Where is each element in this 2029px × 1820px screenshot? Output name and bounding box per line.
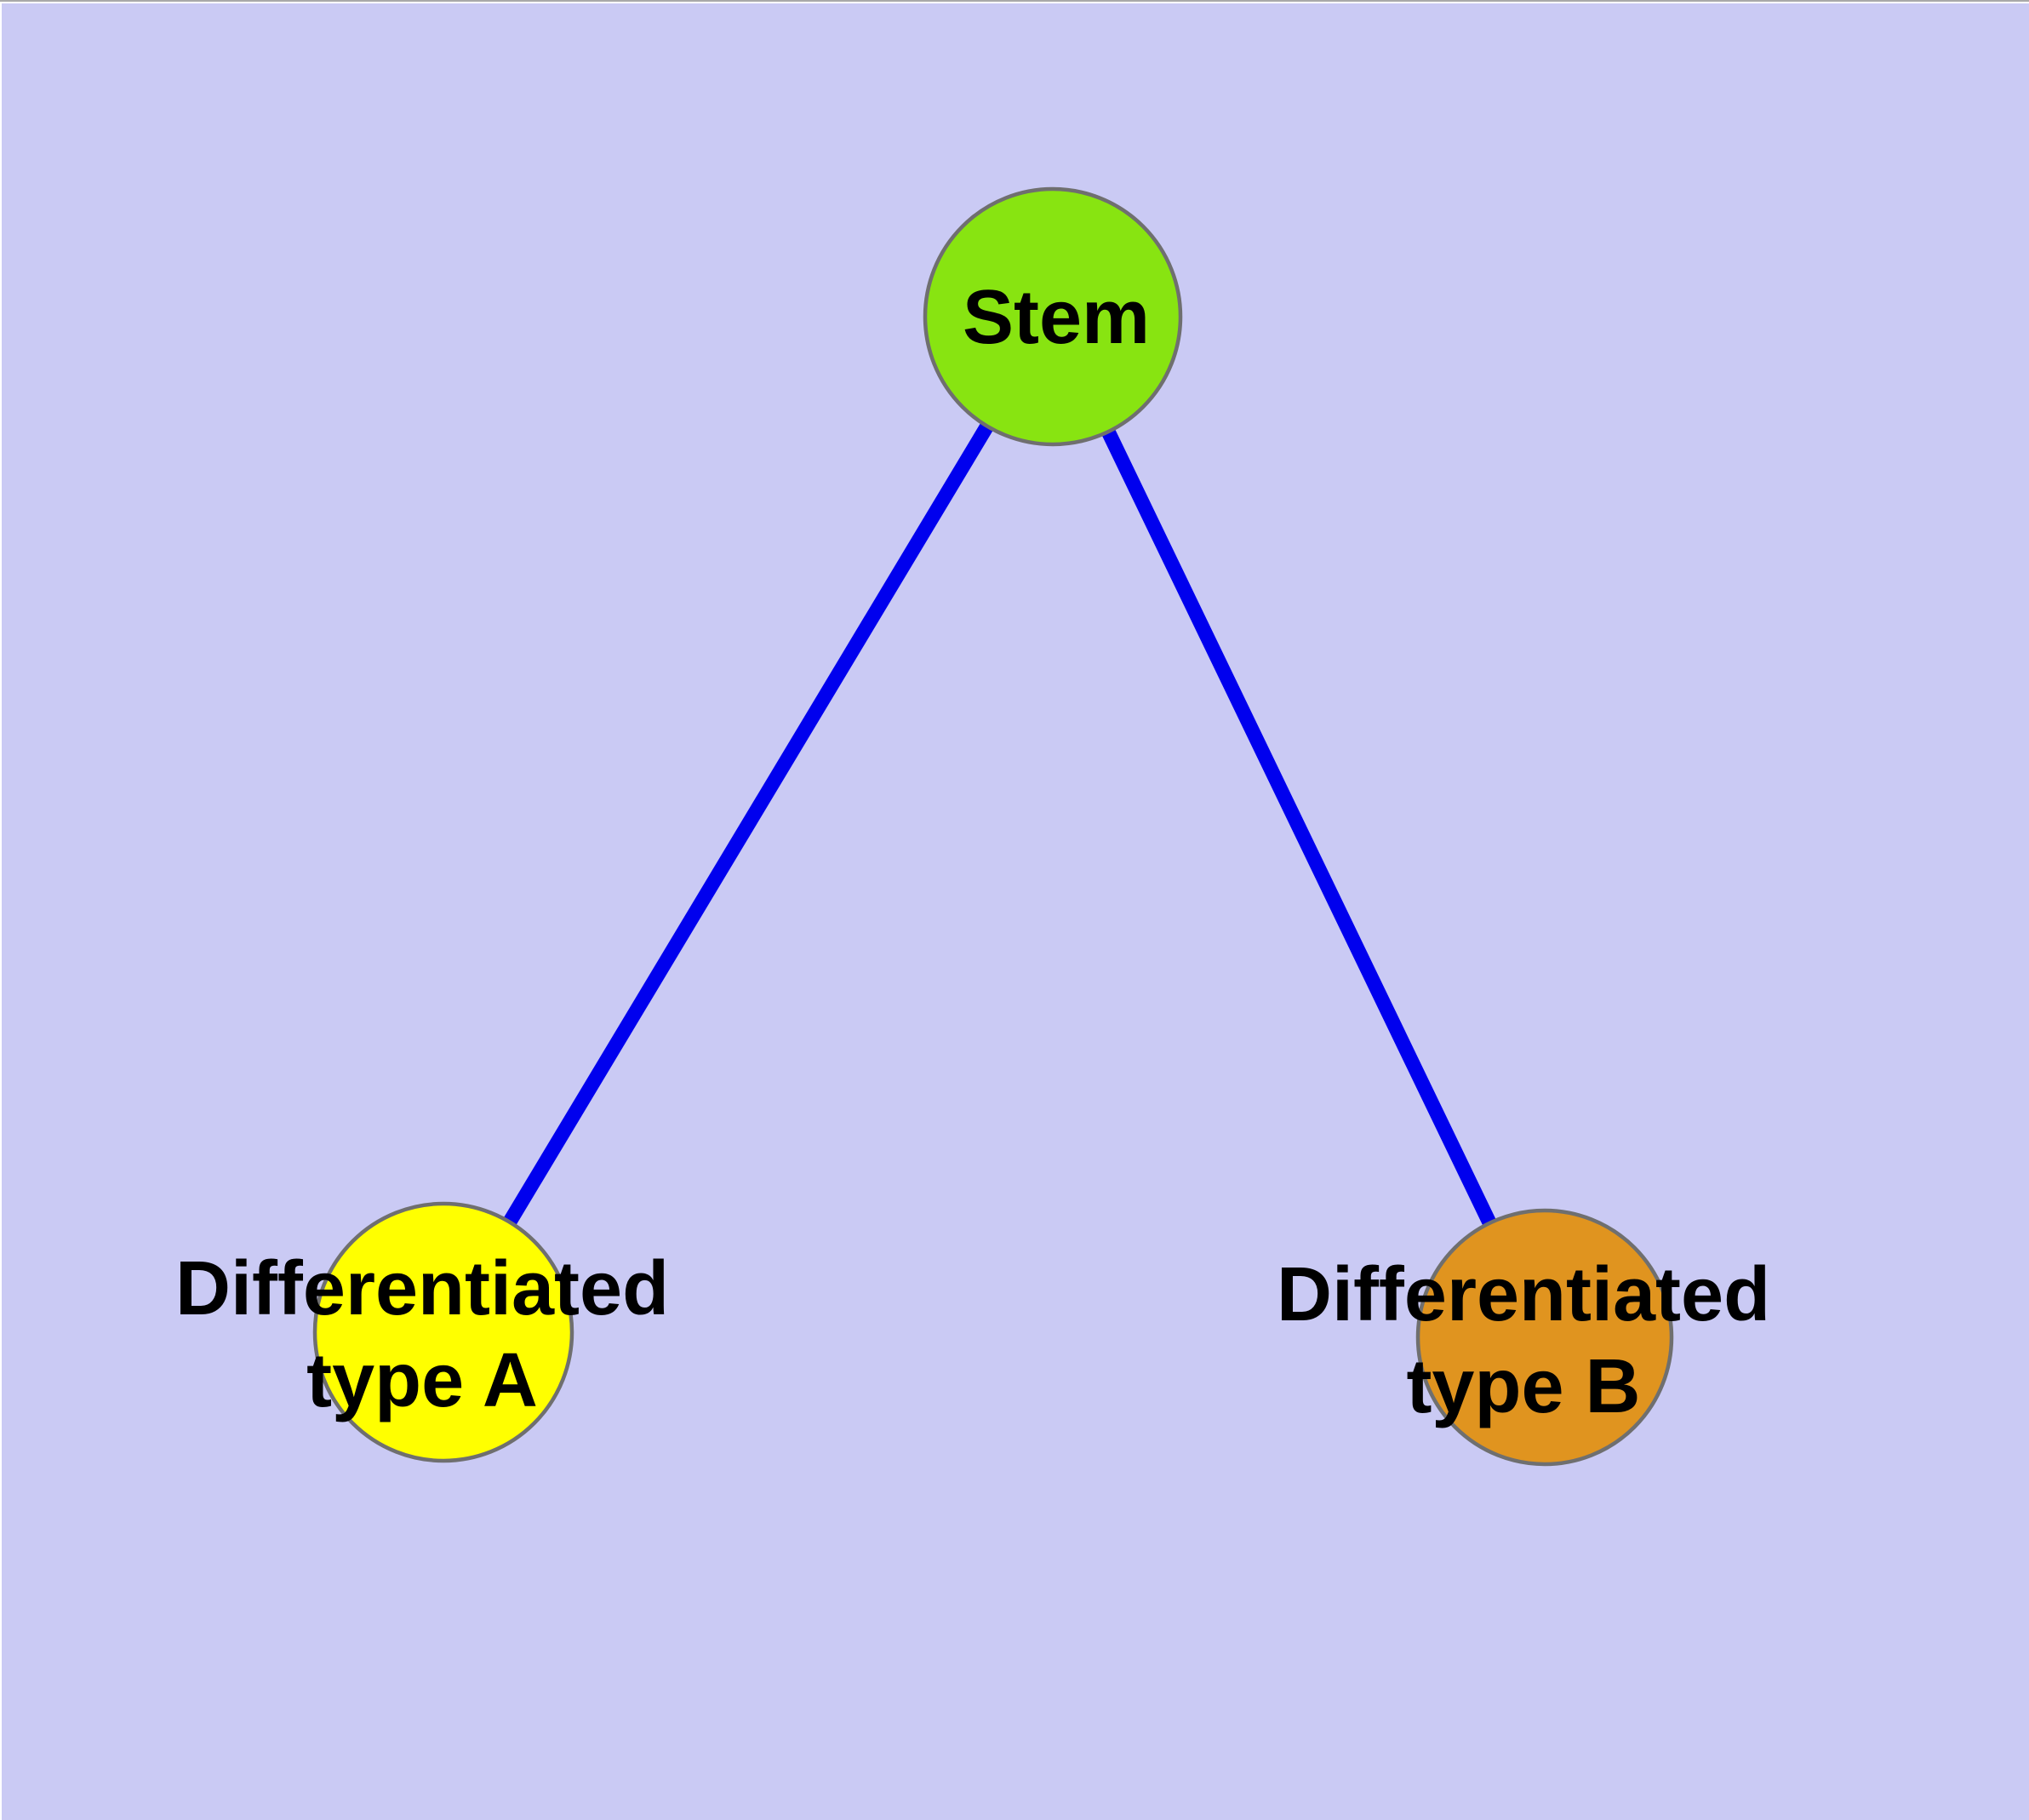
edge-stem-to-type-a: [437, 312, 1060, 1336]
node-type-a-circle: [312, 1201, 574, 1463]
window-top-border: [0, 0, 2029, 2]
edge-stem-to-type-b: [1046, 313, 1552, 1341]
node-stem-circle: [923, 186, 1183, 447]
node-type-b-circle: [1415, 1208, 1674, 1467]
